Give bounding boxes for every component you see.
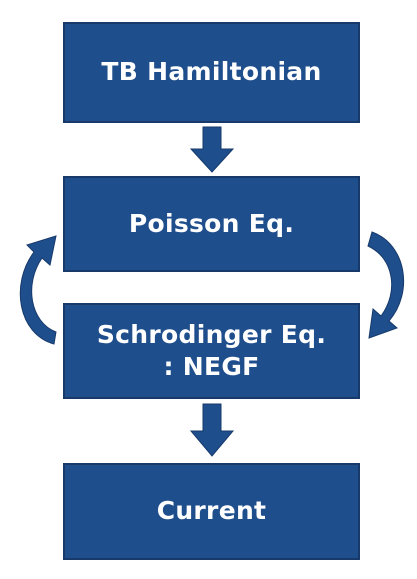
down-arrow-icon xyxy=(189,126,235,173)
poisson-box: Poisson Eq. xyxy=(63,176,360,272)
tb-hamiltonian-box: TB Hamiltonian xyxy=(63,22,360,123)
curved-arrow-up-icon xyxy=(19,235,57,345)
schrodinger-label: Schrodinger Eq. xyxy=(96,319,327,349)
tb-hamiltonian-label: TB Hamiltonian xyxy=(101,57,322,87)
current-label: Current xyxy=(156,496,267,526)
poisson-label: Poisson Eq. xyxy=(128,208,295,238)
down-arrow-icon xyxy=(189,403,235,457)
negf-label: : NEGF xyxy=(163,352,260,381)
current-box: Current xyxy=(63,463,360,560)
schrodinger-negf-box: Schrodinger Eq. : NEGF xyxy=(63,303,360,399)
curved-arrow-down-icon xyxy=(367,231,405,339)
